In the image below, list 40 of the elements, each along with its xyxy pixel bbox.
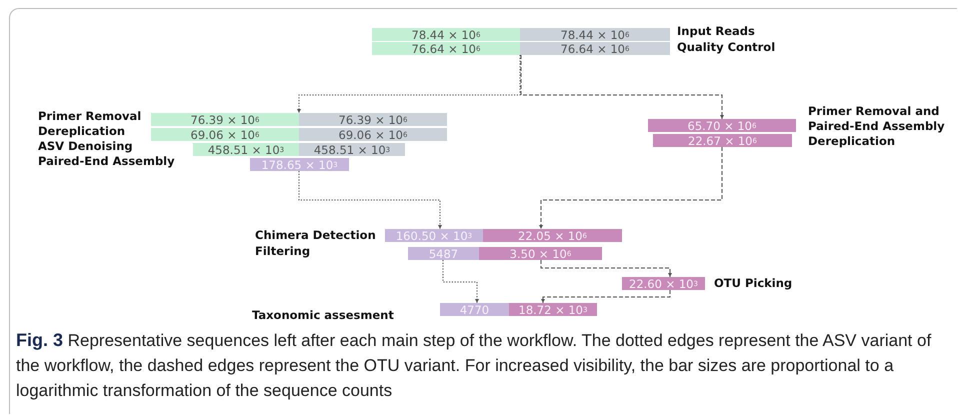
step-label: OTU Picking	[714, 276, 792, 291]
count-bar: 78.44 × 10$^{6}$	[520, 28, 670, 41]
step-label: Dereplication	[38, 124, 126, 139]
count-bar: 69.06 × 10$^{6}$	[299, 128, 447, 141]
count-bar: 458.51 × 10$^{3}$	[193, 143, 299, 156]
step-label: Chimera Detection	[255, 228, 376, 243]
count-bar: 69.06 × 10$^{6}$	[151, 128, 299, 141]
workflow-arrow	[297, 54, 520, 114]
count-bar: 76.64 × 10$^{6}$	[372, 42, 520, 55]
count-bar: 18.72 × 10$^{3}$	[509, 303, 597, 316]
count-bar: 22.05 × 10$^{6}$	[483, 229, 622, 242]
count-bar: 4770	[440, 303, 509, 316]
workflow-arrow	[520, 54, 724, 120]
count-bar: 78.44 × 10$^{6}$	[372, 28, 520, 41]
count-bar: 76.64 × 10$^{6}$	[520, 42, 670, 55]
step-label: Paired-End Assembly	[38, 154, 175, 169]
count-bar: 22.60 × 10$^{3}$	[622, 277, 705, 290]
step-label: Primer Removal	[38, 109, 142, 124]
count-bar: 458.51 × 10$^{3}$	[299, 143, 405, 156]
step-label: Dereplication	[808, 134, 896, 149]
count-bar: 3.50 × 10$^{6}$	[479, 247, 602, 260]
count-bar: 76.39 × 10$^{6}$	[151, 113, 299, 126]
workflow-arrow	[442, 260, 479, 304]
figure-caption: Fig. 3 Representative sequences left after each main step of the workflow. The dotted edges represent the ASV variant of the workflow, the dashed edges represent the OTU variant. For increased visibility, the bar sizes are proportional to a logarithmic transformation of the sequence counts	[16, 329, 932, 402]
step-label: Input Reads	[677, 24, 755, 39]
step-label: Primer Removal and Paired-End Assembly	[808, 104, 946, 134]
workflow-arrow	[298, 170, 442, 230]
count-bar: 178.65 × 10$^{3}$	[250, 158, 349, 171]
count-bar: 22.67 × 10$^{6}$	[653, 134, 792, 147]
workflow-arrow	[540, 260, 672, 278]
workflow-arrow	[541, 290, 670, 304]
count-bar: 65.70 × 10$^{6}$	[648, 119, 796, 132]
step-label: Filtering	[255, 244, 310, 259]
step-label: Taxonomic assesment	[252, 308, 394, 323]
count-bar: 5487	[408, 247, 479, 260]
count-bar: 160.50 × 10$^{3}$	[385, 229, 483, 242]
step-label: Quality Control	[677, 40, 776, 55]
count-bar: 76.39 × 10$^{6}$	[299, 113, 447, 126]
workflow-arrow	[539, 146, 722, 230]
step-label: ASV Denoising	[38, 139, 133, 154]
